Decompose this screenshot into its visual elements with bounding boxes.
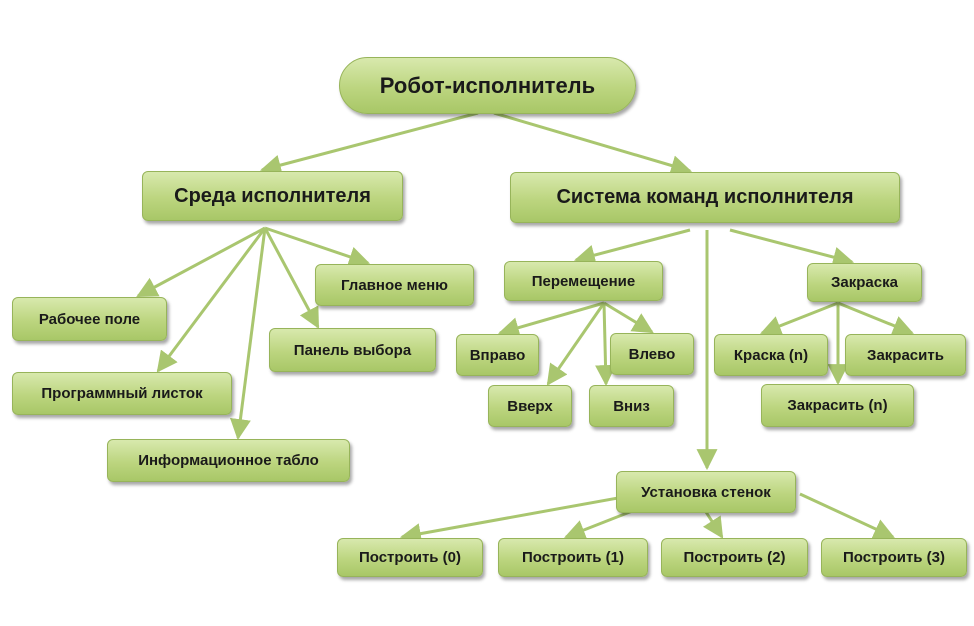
movement-node: Перемещение: [504, 261, 663, 301]
connector-walls-build0: [399, 492, 641, 544]
connector-env-main-menu: [264, 226, 370, 267]
build1-node: Построить (1): [498, 538, 648, 577]
move-up-node: Вверх: [488, 385, 572, 427]
move-right-node: Вправо: [456, 334, 539, 376]
build3-node: Построить (3): [821, 538, 967, 577]
root-node: Робот-исполнитель: [339, 57, 636, 114]
work-field-node: Рабочее поле: [12, 297, 167, 341]
move-left-node: Влево: [610, 333, 694, 375]
connector-movement-left: [603, 301, 654, 334]
build2-node: Построить (2): [661, 538, 808, 577]
move-down-node: Вниз: [589, 385, 674, 427]
connector-movement-right: [497, 301, 605, 338]
main-menu-node: Главное меню: [315, 264, 474, 306]
command-system-node: Система команд исполнителя: [510, 172, 900, 223]
connector-commands-movement: [573, 228, 691, 266]
painting-node: Закраска: [807, 263, 922, 302]
connector-movement-up: [546, 302, 606, 386]
build0-node: Построить (0): [337, 538, 483, 577]
connector-env-work-field: [136, 226, 266, 298]
connector-env-program-sheet: [156, 227, 267, 373]
connector-walls-build2: [702, 511, 724, 539]
walls-node: Установка стенок: [616, 471, 796, 513]
connector-commands-painting: [729, 228, 855, 268]
connector-walls-build3: [799, 492, 895, 539]
connector-painting-paint-n: [760, 301, 839, 336]
paint-n2-node: Закрасить (n): [761, 384, 914, 427]
connector-painting-paint: [837, 301, 914, 336]
connector-env-info-board: [229, 227, 267, 441]
connector-root-environment: [259, 111, 479, 176]
environment-node: Среда исполнителя: [142, 171, 403, 221]
connector-movement-down: [595, 302, 617, 387]
program-sheet-node: Программный листок: [12, 372, 232, 415]
info-board-node: Информационное табло: [107, 439, 350, 482]
paint-node: Закрасить: [845, 334, 966, 376]
connector-env-selection-panel: [263, 227, 320, 329]
connector-root-commands: [493, 111, 693, 176]
selection-panel-node: Панель выбора: [269, 328, 436, 372]
paint-n-node: Краска (n): [714, 334, 828, 376]
